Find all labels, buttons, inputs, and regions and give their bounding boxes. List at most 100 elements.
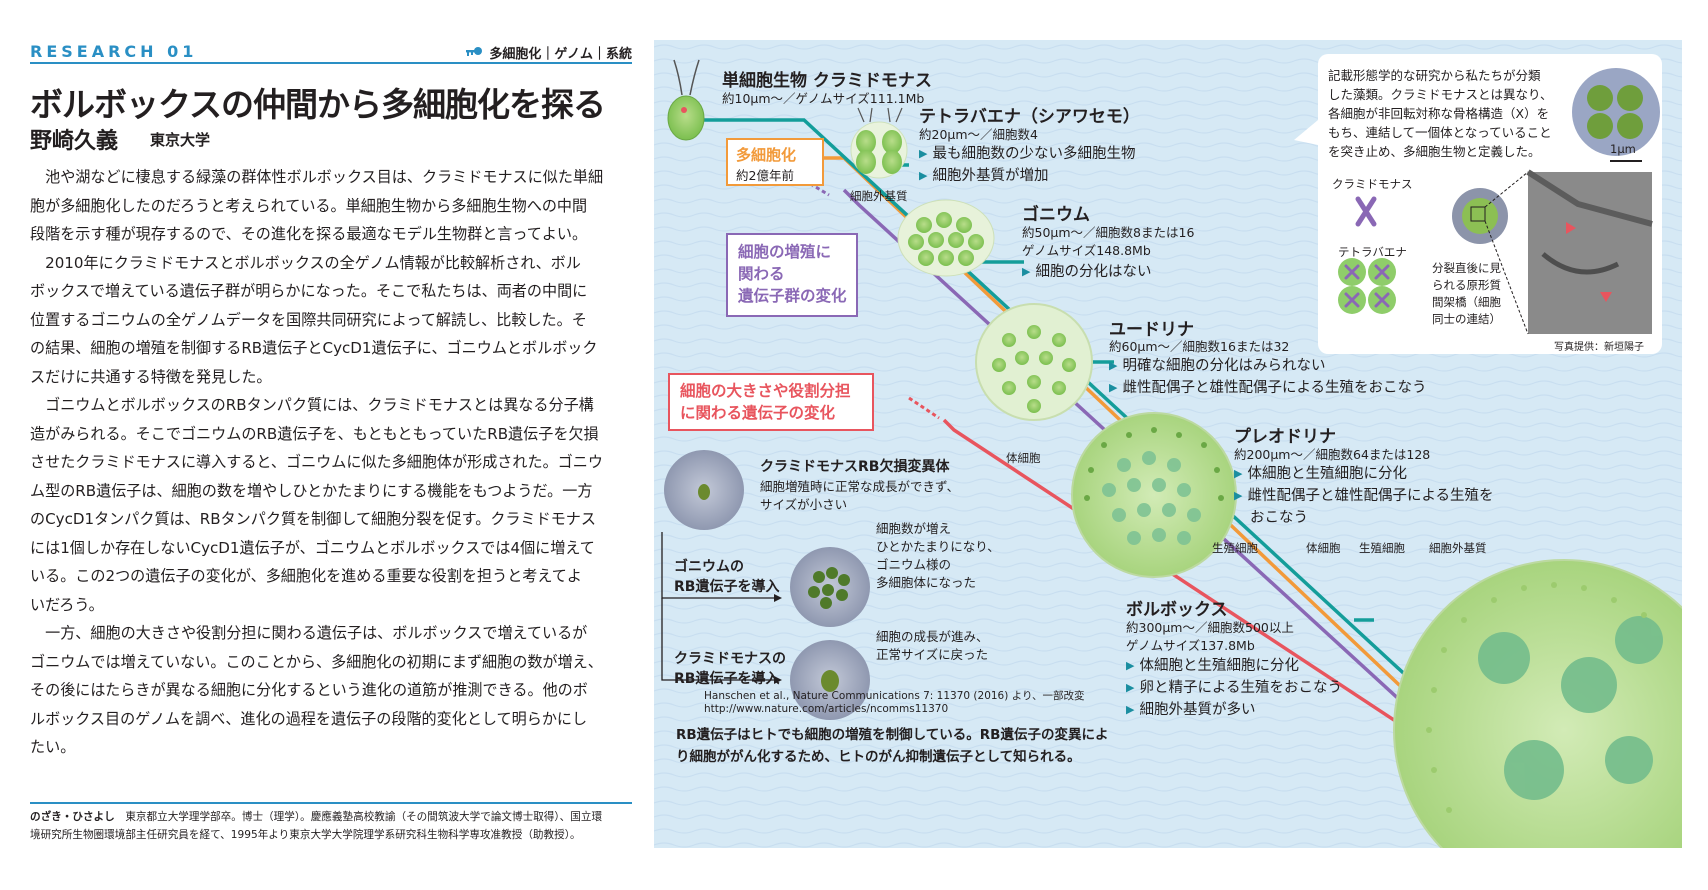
note-chlamy-label: クラミドモナス xyxy=(1332,177,1413,191)
topic-tags: 多細胞化｜ゲノム｜系統 xyxy=(464,43,632,62)
experiment-photos xyxy=(661,450,870,720)
bio-line: 東京都立大学理学部卒。博士（理学）。慶應義塾高校教諭（その間筑波大学で論文博士取… xyxy=(125,811,603,823)
eudorina-illustration xyxy=(975,303,1093,421)
header-bar: RESEARCH 01 多細胞化｜ゲノム｜系統 xyxy=(30,40,632,64)
bridge-line: 分裂直後に見 xyxy=(1432,261,1501,275)
tetrabaena-illustration xyxy=(850,107,908,179)
multicell-box: 多細胞化 約2億年前 xyxy=(726,138,824,186)
evolution-figure: 単細胞生物 クラミドモナス 約10μm〜／ゲノムサイズ111.1Mb 多細胞化 … xyxy=(654,40,1682,848)
note-graphics xyxy=(1338,68,1660,335)
bridge-label: 分裂直後に見 られる原形質 間架橋（細胞 同士の連結） xyxy=(1432,260,1501,328)
tetrabaena-note-box: 記載形態学的な研究から私たちが分類 した藻類。クラミドモナスとは異なり、 各細胞… xyxy=(1318,54,1662,354)
article-column: RESEARCH 01 多細胞化｜ゲノム｜系統 ボルボックスの仲間から多細胞化を… xyxy=(30,40,632,870)
pleodorina-bullet-cont: おこなう xyxy=(1250,510,1308,526)
body-line: 胞が多細胞化したのだろうと考えられている。単細胞生物から多細胞生物への中間 xyxy=(30,196,588,215)
experiment-desc: サイズが小さい xyxy=(760,497,848,512)
volvox-spec: 約300μm〜／細胞数500以上 xyxy=(1126,620,1294,635)
gonium-rb-result: ゴニウム様の xyxy=(876,557,952,572)
gene-box-line: 関わる xyxy=(738,265,785,283)
author-name: 野崎久義 xyxy=(30,129,119,154)
body-line: の結果、細胞の増殖を制御するRB遺伝子とCycD1遺伝子に、ゴニウムとボルボック xyxy=(30,339,598,357)
red-dotted-line xyxy=(908,396,940,420)
bridge-line: られる原形質 xyxy=(1432,278,1501,292)
pleodorina-bullet: 雌性配偶子と雄性配偶子による生殖を xyxy=(1234,484,1493,505)
chlamy-name: 単細胞生物 クラミドモナス xyxy=(722,71,932,91)
figure-graphics xyxy=(654,40,1682,848)
volvox-illustration xyxy=(1393,559,1682,848)
bridge-line: 間架橋（細胞 xyxy=(1432,295,1501,309)
volvox-label-somatic: 体細胞 xyxy=(1306,541,1341,555)
volvox-name: ボルボックス xyxy=(1126,600,1228,620)
gene-box-proliferation: 細胞の増殖に 関わる 遺伝子群の変化 xyxy=(726,233,858,317)
body-line: 位置するゴニウムの全ゲノムデータを国際共同研究によって解読し、比較した。そ xyxy=(30,310,587,329)
gonium-illustration xyxy=(897,199,995,277)
tags-text: 多細胞化｜ゲノム｜系統 xyxy=(489,47,632,62)
note-text: 記載形態学的な研究から私たちが分類 した藻類。クラミドモナスとは異なり、 各細胞… xyxy=(1328,66,1553,161)
gene-box-line: 細胞の増殖に xyxy=(738,243,832,261)
gonium-name: ゴニウム xyxy=(1022,205,1090,225)
gonium-spec: 約50μm〜／細胞数8または16 xyxy=(1022,225,1195,240)
photo-credit: 写真提供：新垣陽子 xyxy=(1554,342,1644,353)
body-line: ボックスで増えている遺伝子群が明らかになった。そこで私たちは、両者の中間に xyxy=(30,282,588,300)
purple-dotted-line xyxy=(803,178,830,197)
eudorina-spec: 約60μm〜／細胞数16または32 xyxy=(1109,339,1290,354)
body-line: たい。 xyxy=(30,738,76,756)
volvox-label-germ: 生殖細胞 xyxy=(1359,541,1405,555)
volvox-bullet: 細胞外基質が多い xyxy=(1126,698,1255,719)
body-line: その後にはたらきが異なる細胞に分化するという進化の道筋が推測できる。他のボ xyxy=(30,681,588,699)
tetrabaena-bullet: 細胞外基質が増加 xyxy=(919,164,1048,185)
note-tetra-label: テトラバエナ xyxy=(1338,245,1407,259)
eudorina-bullet: 明確な細胞の分化はみられない xyxy=(1109,354,1325,375)
chlamy-rb-intro: クラミドモナスの xyxy=(674,651,786,667)
pleodorina-somatic-label: 体細胞 xyxy=(1006,451,1041,465)
body-line: いだろう。 xyxy=(30,595,104,614)
bio-line: 境研究所生物圏環境部主任研究員を経て、1995年より東京大学大学院理学系研究科生… xyxy=(30,829,581,841)
experiment-arrow xyxy=(661,598,774,681)
pleodorina-germ-label: 生殖細胞 xyxy=(1212,541,1258,555)
note-line: もち、連結して一個体となっていること xyxy=(1328,125,1552,140)
note-line: を突き止め、多細胞生物と定義した。 xyxy=(1328,144,1541,159)
gonium-rb-result: ひとかたまりになり、 xyxy=(876,539,1000,554)
pleodorina-name: プレオドリナ xyxy=(1234,427,1336,447)
scale-label: 1μm xyxy=(1610,142,1636,156)
experiment-desc: 細胞増殖時に正常な成長ができず、 xyxy=(760,479,960,494)
multicell-when: 約2億年前 xyxy=(736,168,794,183)
volvox-label-ecm: 細胞外基質 xyxy=(1429,541,1487,555)
gonium-bullet: 細胞の分化はない xyxy=(1022,260,1151,281)
body-line: いる。この2つの遺伝子の変化が、多細胞化を進める重要な役割を担うと考えてよ xyxy=(30,567,582,585)
article-title: ボルボックスの仲間から多細胞化を探る xyxy=(30,85,606,124)
gonium-rb-intro: ゴニウムの xyxy=(674,559,744,575)
chlamy-spec: 約10μm〜／ゲノムサイズ111.1Mb xyxy=(722,91,925,106)
gonium-rb-result: 多細胞体になった xyxy=(876,575,977,590)
experiment-title: クラミドモナスRB欠損変異体 xyxy=(760,459,950,475)
body-line: ム型のRB遺伝子は、細胞の数を増やしひとかたまりにする機能をもつようだ。一方 xyxy=(30,481,593,500)
note-pointer xyxy=(1294,120,1318,145)
author-bio: のざき・ひさよし 東京都立大学理学部卒。博士（理学）。慶應義塾高校教諭（その間筑… xyxy=(30,808,632,844)
tetrabaena-spec: 約20μm〜／細胞数4 xyxy=(919,127,1038,142)
body-line: させたクラミドモナスに導入すると、ゴニウムに似た多細胞体が形成された。ゴニウ xyxy=(30,453,603,471)
eudorina-bullet: 雌性配偶子と雄性配偶子による生殖をおこなう xyxy=(1109,376,1426,397)
bio-name: のざき・ひさよし xyxy=(30,811,115,823)
multicell-label: 多細胞化 xyxy=(736,146,797,164)
pleodorina-spec: 約200μm〜／細胞数64または128 xyxy=(1234,447,1431,462)
body-line: 2010年にクラミドモナスとボルボックスの全ゲノム情報が比較解析され、ボル xyxy=(30,253,581,272)
citation: Hanschen et al., Nature Communications 7… xyxy=(704,690,1085,702)
author-affiliation: 東京大学 xyxy=(150,131,211,149)
body-line: 造がみられる。そこでゴニウムのRB遺伝子を、もともともっていたRB遺伝子を欠損 xyxy=(30,424,599,443)
body-line: ゴニウムでは増えていない。このことから、多細胞化の初期にまず細胞の数が増え、 xyxy=(30,652,603,671)
section-label: RESEARCH 01 xyxy=(30,42,198,61)
eudorina-name: ユードリナ xyxy=(1109,320,1194,340)
tetrabaena-name: テトラバエナ（シアワセモ） xyxy=(919,107,1140,127)
body-line: 池や湖などに棲息する緑藻の群体性ボルボックス目は、クラミドモナスに似た単細 xyxy=(30,168,604,186)
citation-url: http://www.nature.com/articles/ncomms113… xyxy=(704,703,949,715)
key-icon xyxy=(466,46,483,56)
gonium-rb-intro: RB遺伝子を導入 xyxy=(674,579,780,595)
note-line: した藻類。クラミドモナスとは異なり、 xyxy=(1328,87,1553,102)
pleodorina-illustration xyxy=(1071,412,1237,578)
chlamy-rb-result: 正常サイズに戻った xyxy=(876,647,989,662)
body-line: スだけに共通する特徴を発見した。 xyxy=(30,367,272,386)
chlamy-rb-intro: RB遺伝子を導入 xyxy=(674,671,780,687)
ecm-label: 細胞外基質 xyxy=(850,189,908,203)
footnote: り細胞ががん化するため、ヒトのがん抑制遺伝子として知られる。 xyxy=(676,749,1081,765)
article-body: 池や湖などに棲息する緑藻の群体性ボルボックス目は、クラミドモナスに似た単細 胞が… xyxy=(30,163,632,762)
